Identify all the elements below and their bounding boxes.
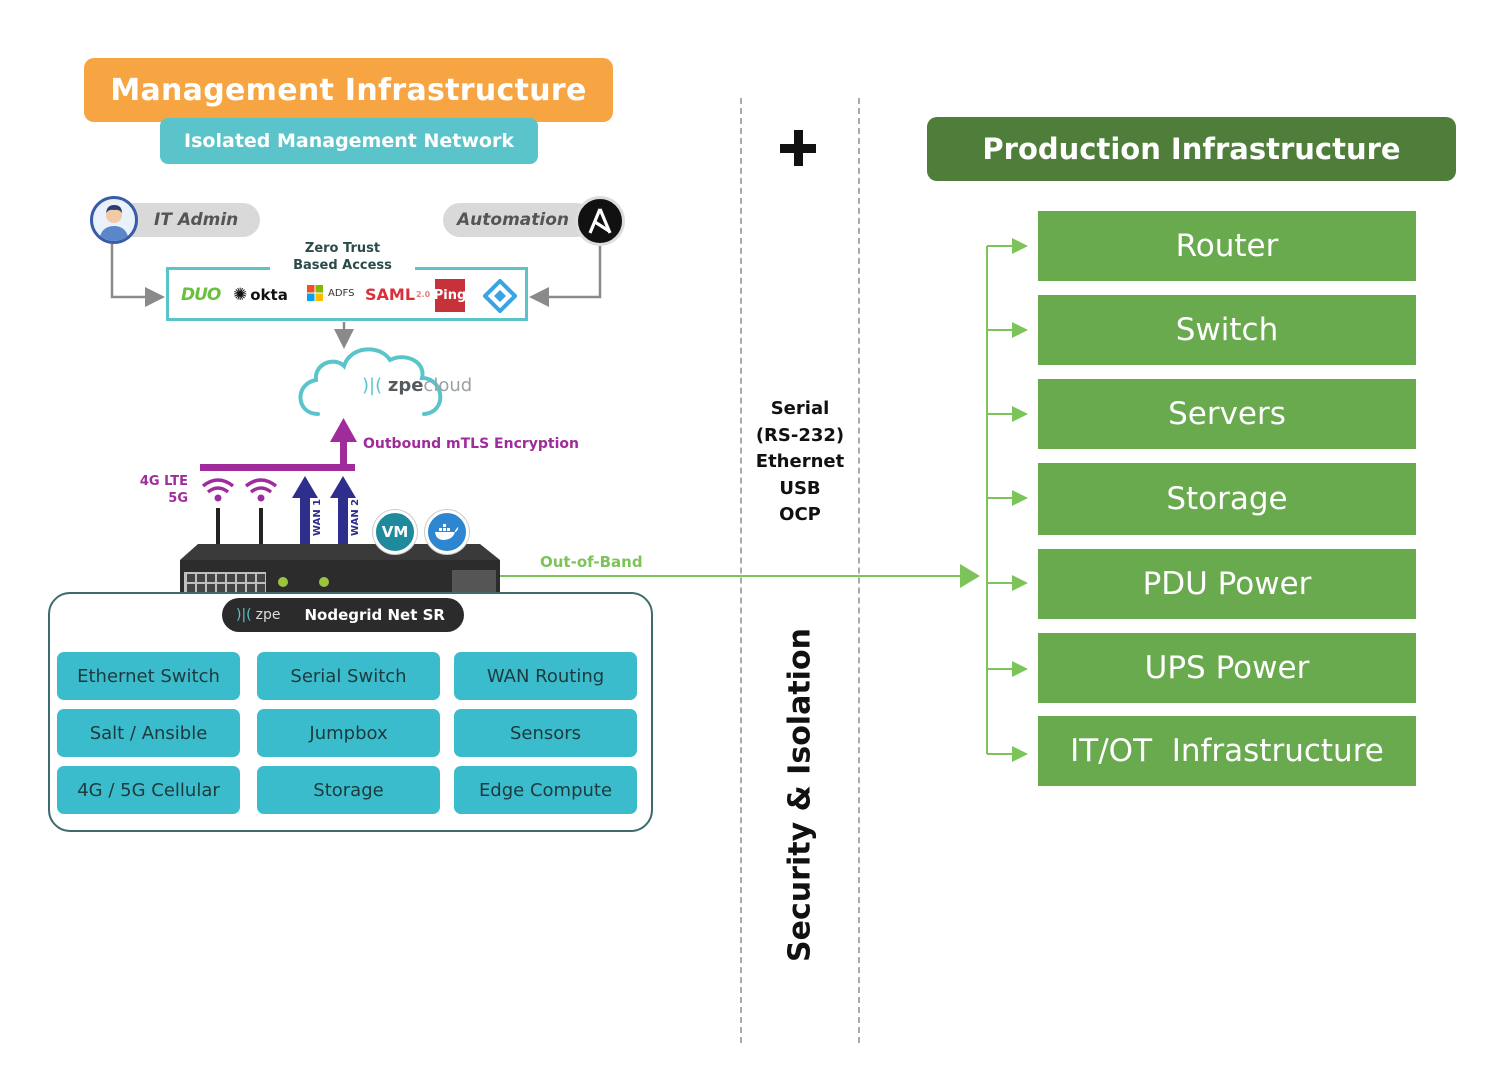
production-item-ups-power: UPS Power	[1038, 633, 1416, 703]
zpe-mark-icon: )|(	[236, 607, 252, 623]
automation-label: Automation	[457, 210, 569, 230]
it-admin-label: IT Admin	[154, 210, 239, 230]
capability-storage: Storage	[257, 766, 440, 814]
zpe-mark-icon: )|(	[362, 375, 383, 396]
device-name: Nodegrid Net SR	[304, 606, 445, 624]
outbound-mtls-label: Outbound mTLS Encryption	[363, 436, 580, 452]
capability-salt-ansible: Salt / Ansible	[57, 709, 240, 757]
production-infrastructure-title: Production Infrastructure	[927, 117, 1456, 181]
left-divider	[740, 98, 742, 1043]
cellular-antenna-2	[244, 478, 278, 544]
capability-jumpbox: Jumpbox	[257, 709, 440, 757]
admin-connector	[110, 244, 165, 307]
duo-logo: DUO	[181, 285, 221, 305]
automation-pill: Automation	[443, 203, 593, 237]
plus-icon	[780, 130, 818, 168]
capability-edge-compute: Edge Compute	[454, 766, 637, 814]
connection-ports-list: Serial (RS-232) Ethernet USB OCP	[740, 396, 860, 529]
ping-identity-logo: Ping	[434, 279, 466, 312]
isolated-management-network-label: Isolated Management Network	[160, 118, 538, 164]
okta-sunburst-icon: ✺	[233, 285, 248, 305]
production-item-it-ot-infrastructure: IT/OT Infrastructure	[1038, 716, 1416, 786]
it-admin-avatar-icon	[90, 196, 138, 244]
encryption-bus	[200, 418, 357, 471]
port-rs232: (RS-232)	[755, 424, 845, 446]
zpe-cloud-logo: )|( zpecloud	[362, 375, 473, 396]
capability-wan-routing: WAN Routing	[454, 652, 637, 700]
port-ethernet: Ethernet	[755, 451, 845, 472]
wan-1-label: WAN 1	[312, 499, 323, 536]
vm-badge: VM	[373, 510, 417, 554]
wan-2-arrow	[330, 476, 356, 544]
production-item-pdu-power: PDU Power	[1038, 549, 1416, 619]
production-item-router: Router	[1038, 211, 1416, 281]
zpe-brand: )|( zpe	[236, 607, 281, 623]
right-divider	[858, 98, 860, 1043]
wan-1-arrow	[292, 476, 318, 544]
security-isolation-label: Security & Isolation	[782, 628, 818, 962]
okta-logo: ✺ okta	[233, 285, 288, 305]
production-distribution-lines	[986, 238, 1028, 762]
ansible-icon	[575, 196, 625, 246]
it-admin-pill: IT Admin	[118, 203, 260, 237]
microsoft-icon	[307, 285, 323, 301]
production-item-switch: Switch	[1038, 295, 1416, 365]
port-serial: Serial	[770, 398, 830, 419]
out-of-band-connection	[500, 564, 980, 588]
azure-ad-icon	[483, 279, 517, 313]
out-of-band-label: Out-of-Band	[540, 553, 643, 571]
cloud-icon	[298, 347, 443, 416]
capability-serial-switch: Serial Switch	[257, 652, 440, 700]
cellular-label: 4G LTE 5G	[139, 474, 188, 506]
wan-2-label: WAN 2	[350, 499, 361, 536]
cellular-antenna-1	[201, 478, 235, 544]
adfs-logo: ADFS	[307, 285, 354, 301]
capability-ethernet-switch: Ethernet Switch	[57, 652, 240, 700]
zero-trust-label: Zero Trust Based Access	[270, 240, 415, 274]
management-infrastructure-title: Management Infrastructure	[84, 58, 613, 122]
production-item-storage: Storage	[1038, 463, 1416, 535]
automation-connector	[529, 246, 602, 307]
port-usb: USB	[779, 477, 821, 499]
nodegrid-device-label: )|( zpe Nodegrid Net SR	[222, 598, 464, 632]
port-ocp: OCP	[779, 504, 821, 525]
capability-sensors: Sensors	[454, 709, 637, 757]
docker-icon	[425, 510, 469, 554]
production-item-servers: Servers	[1038, 379, 1416, 449]
capability-cellular: 4G / 5G Cellular	[57, 766, 240, 814]
